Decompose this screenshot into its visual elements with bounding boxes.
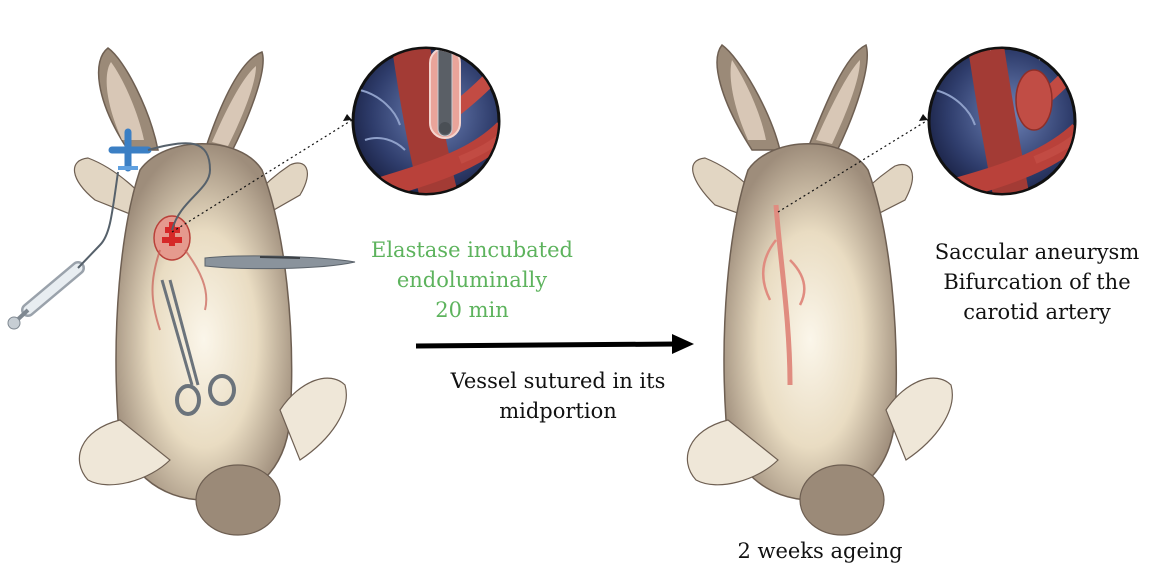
rabbit-left (8, 48, 355, 535)
ageing-label: 2 weeks ageing (720, 536, 920, 566)
scalpel (205, 256, 355, 269)
vessel-sutured-label: Vessel sutured in its midportion (418, 366, 698, 426)
inset-elastase-catheter (353, 40, 510, 200)
elastase-label: Elastase incubated endoluminally 20 min (352, 235, 592, 325)
aneurysm-label: Saccular aneurysm Bifurcation of the car… (922, 237, 1152, 327)
rabbit-right (687, 45, 952, 535)
process-arrow (416, 334, 694, 354)
inset-saccular-aneurysm (929, 39, 1085, 200)
